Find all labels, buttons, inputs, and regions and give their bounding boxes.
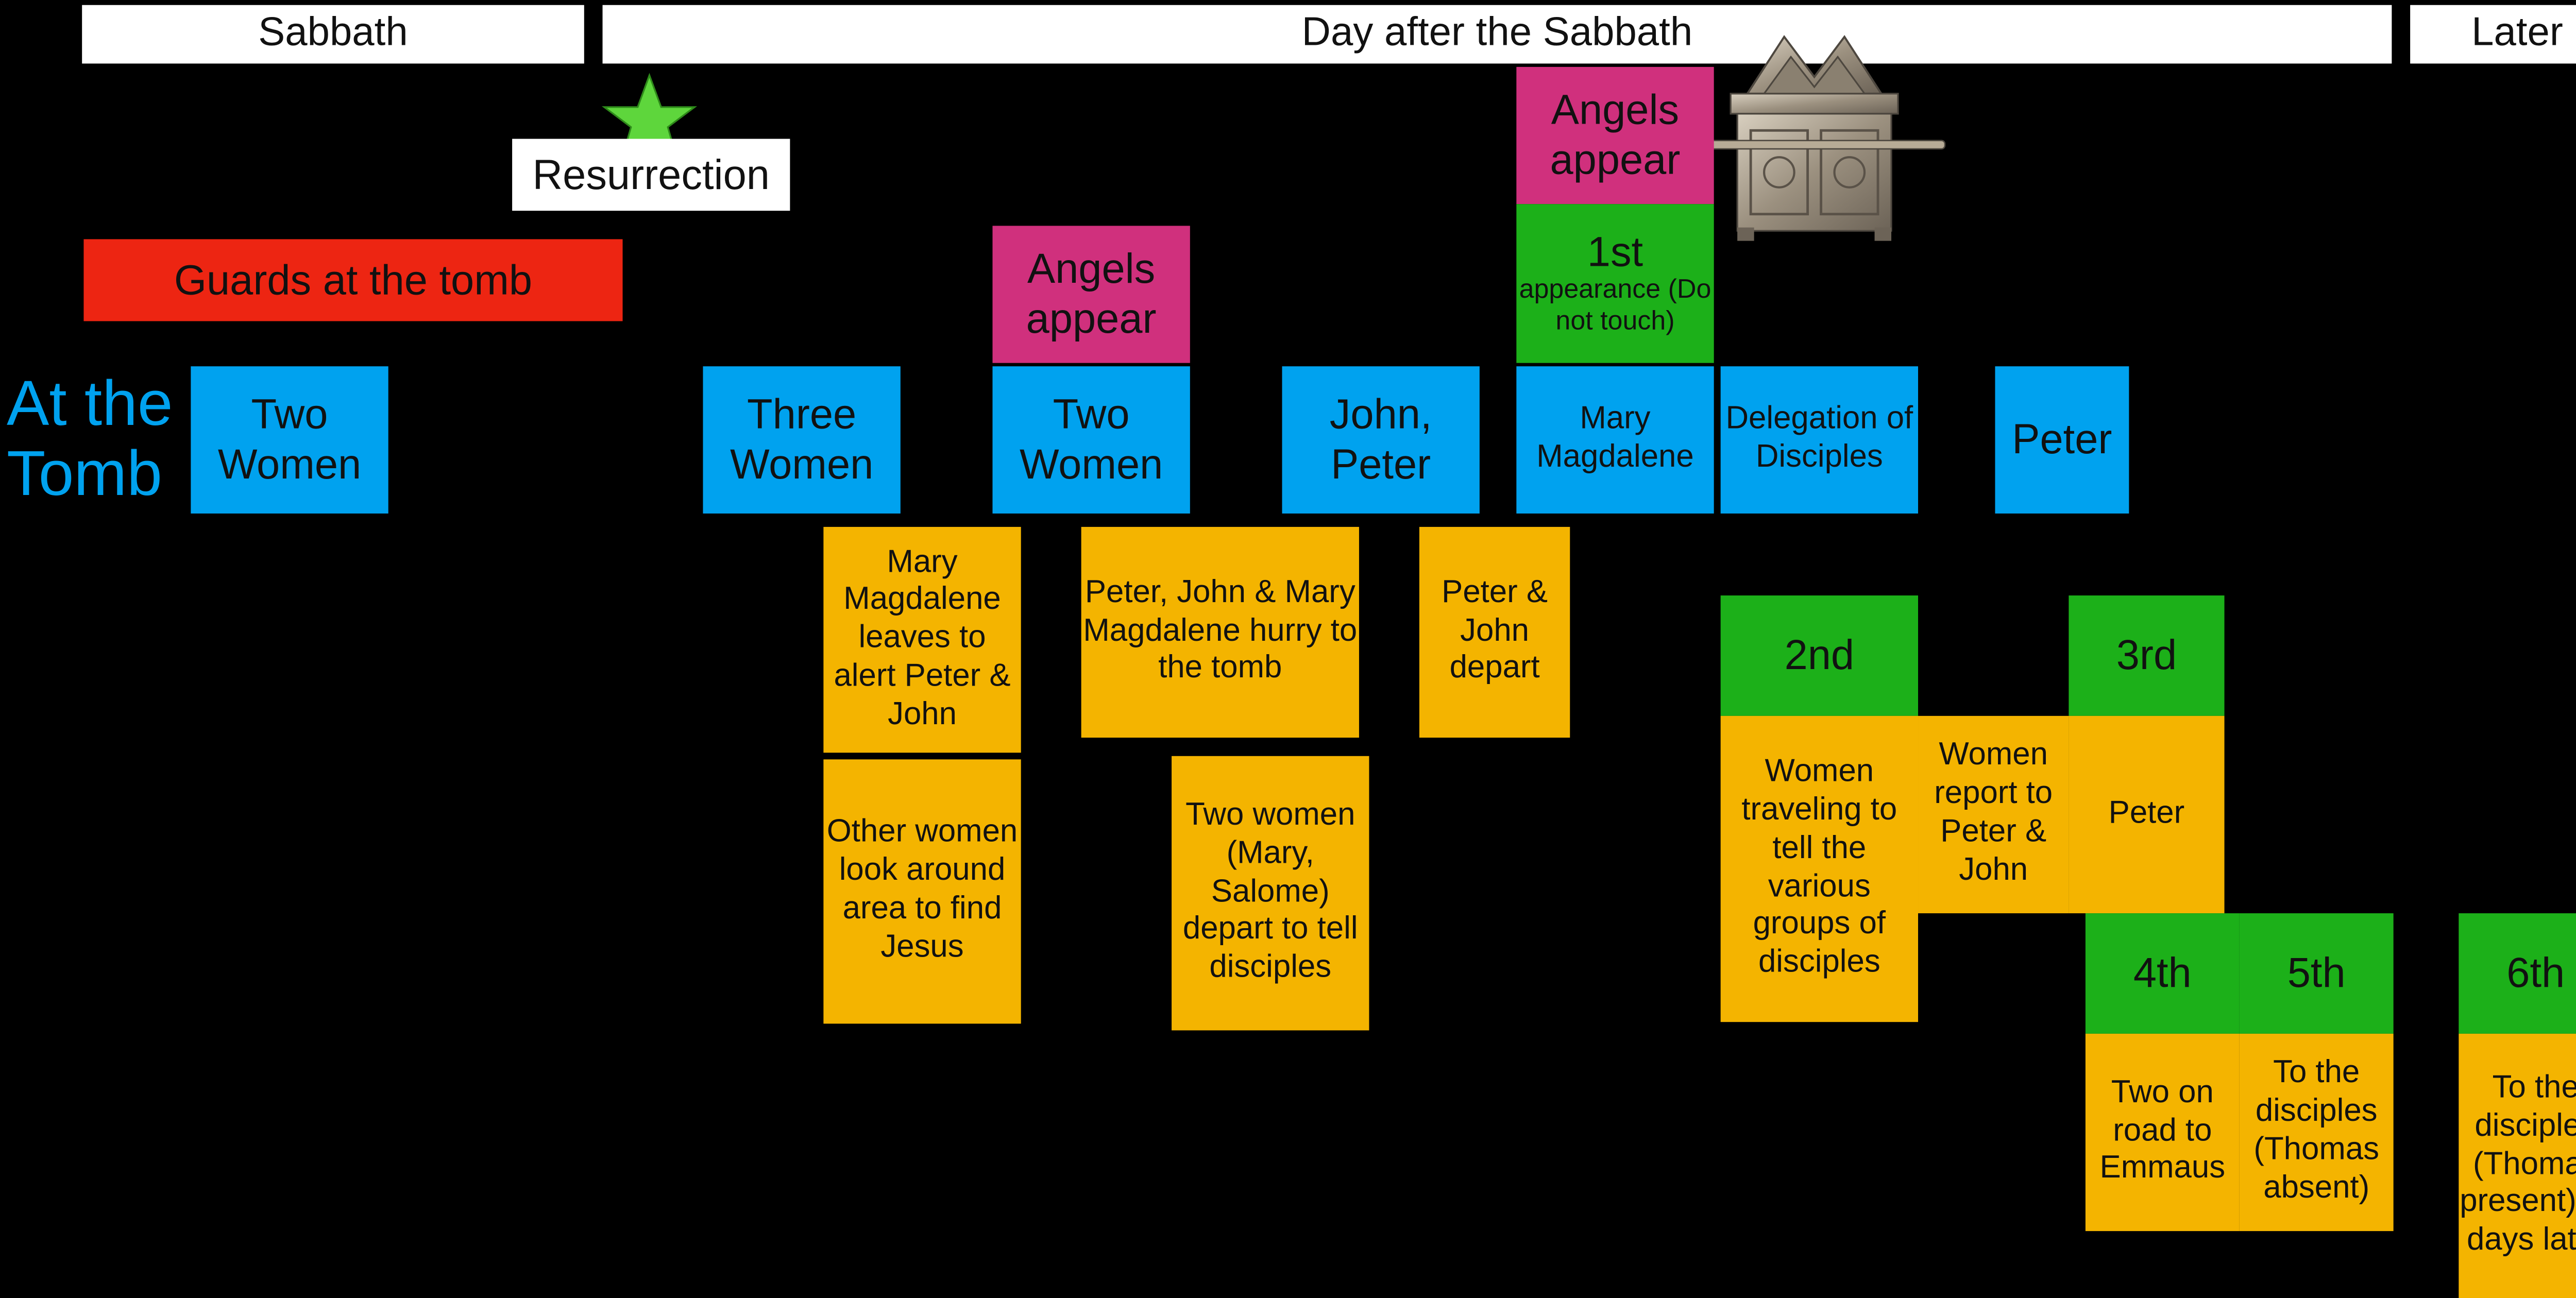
tomb-visit-box: Delegation of Disciples xyxy=(1720,366,1919,514)
tomb-visit-box: Three Women xyxy=(703,366,901,514)
appearance-box: 4th xyxy=(2085,913,2240,1034)
first-appearance-box: 1st appearance (Do not touch) xyxy=(1516,204,1714,363)
header-later: Later xyxy=(2410,5,2576,64)
appearance-box: 2nd xyxy=(1720,595,1919,716)
appearance-box: 5th xyxy=(2239,913,2394,1034)
tomb-visit-box: Peter xyxy=(1995,366,2129,514)
event-box: Peter, John & Mary Magdalene hurry to th… xyxy=(1081,526,1359,738)
ark-of-the-covenant-icon xyxy=(1680,35,1946,241)
appearance-box: 6th xyxy=(2459,913,2576,1034)
appearance-ordinal: 1st xyxy=(1587,229,1643,276)
event-box: Two women (Mary, Salome) depart to tell … xyxy=(1172,756,1369,1031)
event-box: Other women look around area to find Jes… xyxy=(823,759,1021,1024)
event-box: Women report to Peter & John xyxy=(1918,715,2069,914)
tomb-visit-box: Two Women xyxy=(992,366,1190,514)
tomb-visit-box: Two Women xyxy=(191,366,388,514)
event-box: Peter & John depart xyxy=(1419,526,1570,738)
header-day-after-sabbath: Day after the Sabbath xyxy=(602,5,2392,64)
angels-appear-box: Angels appear xyxy=(1516,66,1714,204)
guards-bar: Guards at the tomb xyxy=(83,239,623,321)
resurrection-label: Resurrection xyxy=(512,139,790,211)
tomb-visit-box: John, Peter xyxy=(1282,366,1480,514)
event-box: Peter xyxy=(2069,715,2225,914)
event-box: Women traveling to tell the various grou… xyxy=(1720,715,1919,1022)
header-sabbath: Sabbath xyxy=(82,5,584,64)
event-box: Mary Magdalene leaves to alert Peter & J… xyxy=(823,526,1021,753)
event-box: Two on road to Emmaus xyxy=(2085,1033,2240,1232)
appearance-detail: appearance (Do not touch) xyxy=(1519,277,1711,336)
tomb-visit-box: Mary Magdalene xyxy=(1516,366,1714,514)
angels-appear-box: Angels appear xyxy=(992,226,1190,363)
at-the-tomb-label: At the Tomb xyxy=(6,369,173,510)
event-box: To the disciples (Thomas present), 8 day… xyxy=(2459,1033,2576,1298)
event-box: To the disciples (Thomas absent) xyxy=(2239,1033,2394,1232)
appearance-box: 3rd xyxy=(2069,595,2225,716)
